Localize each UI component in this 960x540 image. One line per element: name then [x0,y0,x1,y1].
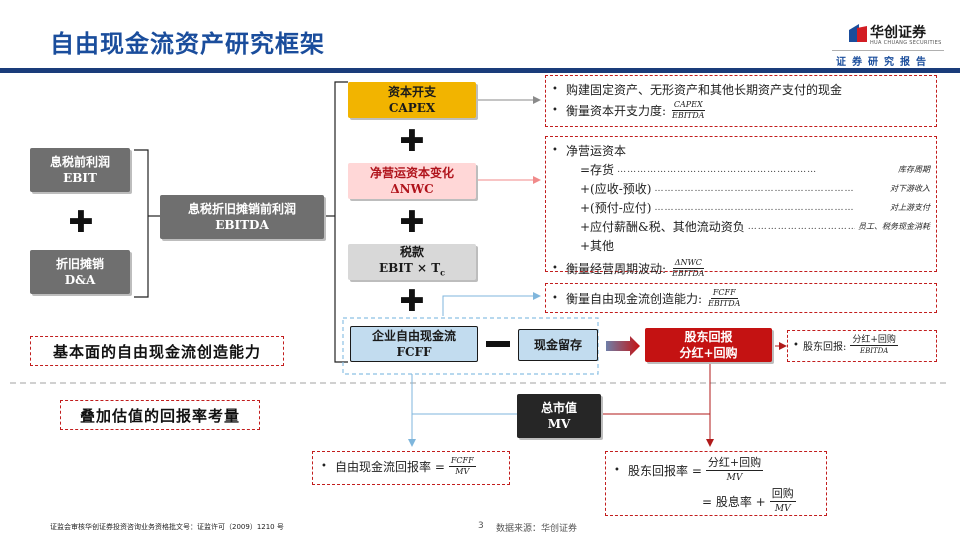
nwc-row: +应付薪酬&税、其他流动资负……………………………………员工、税务现金消耗 [580,220,930,234]
page-title: 自由现金流资产研究框架 [50,30,325,58]
nwc-other: +其他 [580,239,615,253]
bullet-icon: • [552,263,558,274]
nwc-row: =存货……………………………………………………库存周期 [580,163,930,177]
ebit-box: 息税前利润 EBIT [30,148,130,192]
sh-yield-text: 股东回报率 = [628,464,702,478]
fcff-box: 企业自由现金流 FCFF [350,326,478,362]
ebit-en: EBIT [63,171,97,185]
nwc-head-row: • 净营运资本 [552,142,930,159]
nwc-panel: • 净营运资本 =存货……………………………………………………库存周期 +(应收… [545,136,937,278]
shareholder-detail: 分红+回购 [679,346,738,360]
capex-en: CAPEX [388,101,436,115]
tax-box: 税款 EBIT × Tc [348,244,476,280]
shareholder-measure: 股东回报: [803,342,847,353]
da-en: D&A [64,273,96,287]
fundamental-label: 基本面的自由现金流创造能力 [30,336,284,366]
license-footer: 证监会审核华创证券投资咨询业务资格批文号：证监许可（2009）1210 号 [50,523,284,531]
plus-icon: ✚ [399,205,425,240]
page-number: 3 [478,521,484,531]
bullet-icon: • [552,84,558,95]
bullet-icon: • [321,461,327,472]
fcff-yield-text: 自由现金流回报率 = [335,460,445,474]
bullet-icon: • [552,145,558,156]
capex-panel: • 购建固定资产、无形资产和其他长期资产支付的现金 • 衡量资本开支力度: CA… [545,75,937,127]
fcff-en: FCFF [396,345,432,359]
nwc-row: +(应收-预收)……………………………………………………对下游收入 [580,182,930,196]
fcff-measure: 衡量自由现金流创造能力: [566,292,703,306]
nwc-measure: 衡量经营周期波动: [566,262,667,276]
nwc-en: ΔNWC [390,182,434,196]
shareholder-cn: 股东回报 [684,330,733,344]
company-logo-name: 华创证券 [870,25,926,41]
company-logo-icon [849,24,867,42]
bullet-icon: • [552,105,558,116]
sh-yield-text-2: = 股息率 + [702,495,766,509]
bullet-icon: • [793,340,799,351]
nwc-head: 净营运资本 [566,144,627,158]
ebit-da-bracket [134,149,149,298]
cash-retention-label: 现金留存 [533,338,582,352]
bullet-icon: • [614,465,620,476]
logo-divider [832,50,944,51]
data-source: 数据来源：华创证券 [496,524,578,534]
shareholder-return-box: 股东回报 分红+回购 [645,328,772,362]
tax-cn: 税款 [399,244,424,259]
valuation-label: 叠加估值的回报率考量 [60,400,260,430]
da-cn: 折旧摊销 [55,257,104,271]
capex-cn: 资本开支 [387,85,436,99]
mv-cn: 总市值 [540,401,577,415]
plus-icon: ✚ [68,205,94,240]
mv-en: MV [547,417,571,431]
bullet-icon: • [552,293,558,304]
nwc-box: 净营运资本变化 ΔNWC [348,163,476,199]
ebitda-en: EBITDA [215,218,269,232]
minus-icon [486,341,510,347]
ebitda-box: 息税折旧摊销前利润 EBITDA [160,195,324,239]
plus-icon: ✚ [399,124,425,159]
capex-measure: 衡量资本开支力度: [566,104,667,118]
report-tag: 证券研究报告 [836,57,932,68]
da-box: 折旧摊销 D&A [30,250,130,294]
capex-desc-row: • 购建固定资产、无形资产和其他长期资产支付的现金 [552,81,930,98]
ebitda-cn: 息税折旧摊销前利润 [187,202,296,216]
header-rule [0,68,960,73]
market-value-box: 总市值 MV [517,394,601,438]
nwc-cn: 净营运资本变化 [369,166,454,180]
cash-retention-box: 现金留存 [518,329,598,361]
company-logo-english: HUA CHUANG SECURITIES [870,40,942,46]
components-bracket [334,81,348,363]
tax-en: EBIT × Tc [378,260,446,278]
capex-box: 资本开支 CAPEX [348,82,476,118]
capex-desc: 购建固定资产、无形资产和其他长期资产支付的现金 [566,83,843,97]
ebit-cn: 息税前利润 [49,155,110,169]
plus-icon: ✚ [399,284,425,319]
fcff-cn: 企业自由现金流 [371,329,456,343]
nwc-row: +(预付-应付)……………………………………………………对上游支付 [580,201,930,215]
